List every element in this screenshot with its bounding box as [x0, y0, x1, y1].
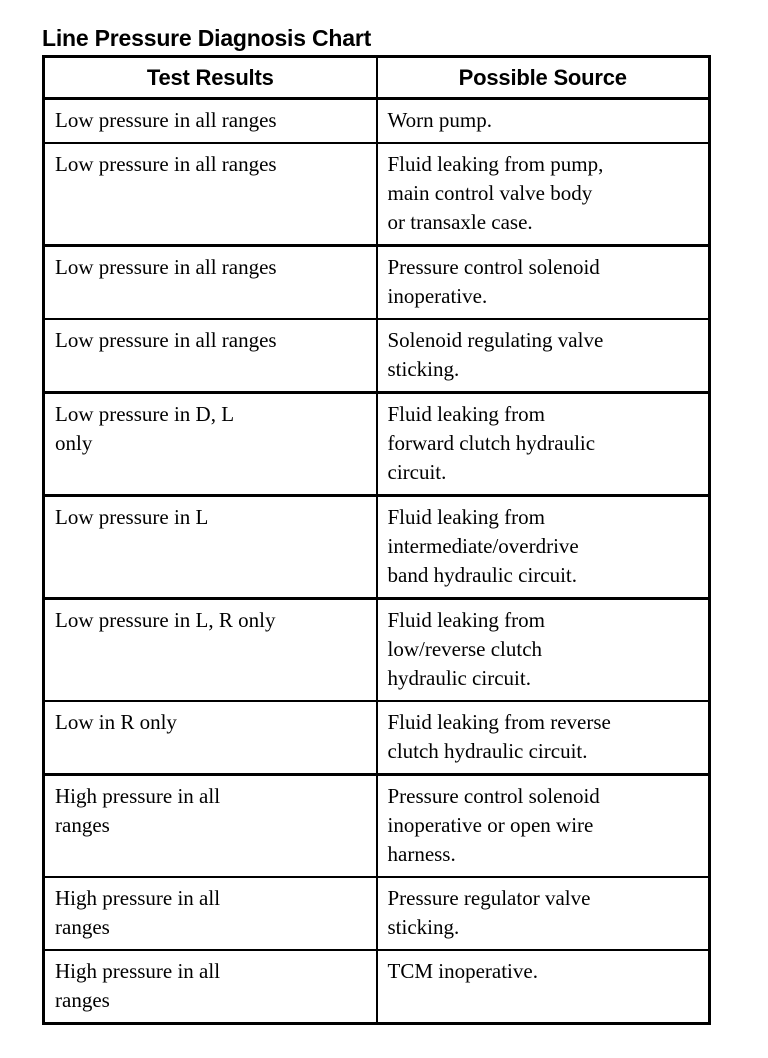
cell-line: clutch hydraulic circuit. [387, 739, 588, 763]
table-cell-test_results: Low pressure in all ranges [42, 318, 378, 394]
cell-line: band hydraulic circuit. [387, 563, 578, 587]
cell-line: Fluid leaking from [387, 608, 545, 632]
table-row: High pressure in all ranges Pressure regul… [42, 876, 711, 951]
table-row: Low pressure in D, L only Fluid leaking fr… [42, 391, 711, 497]
table-cell-possible_source: Pressure regulator valve sticking. [375, 876, 711, 951]
cell-line: ranges [55, 915, 110, 939]
table-row: High pressure in all ranges TCM inoperativ… [42, 949, 711, 1025]
cell-line: Low pressure in L, R only [55, 608, 276, 632]
table-cell-test_results: Low pressure in D, L only [42, 391, 378, 497]
table-cell-test_results: Low pressure in L [42, 494, 378, 600]
cell-line: hydraulic circuit. [387, 666, 531, 690]
cell-line: Low pressure in D, L [55, 402, 235, 426]
cell-line: Solenoid regulating valve [387, 328, 604, 352]
table-row: Low pressure in L Fluid leaking from inter… [42, 494, 711, 600]
cell-line: High pressure in all [55, 784, 221, 808]
cell-line: ranges [55, 988, 110, 1012]
table-row: Low pressure in all ranges Solenoid regul… [42, 318, 711, 394]
column-header-possible-source: Possible Source [375, 55, 711, 100]
table-cell-test_results: High pressure in all ranges [42, 876, 378, 951]
cell-line: inoperative or open wire [387, 813, 594, 837]
cell-line: Low pressure in all ranges [55, 255, 277, 279]
cell-line: forward clutch hydraulic [387, 431, 596, 455]
table-cell-possible_source: TCM inoperative. [375, 949, 711, 1025]
table-cell-test_results: Low pressure in all ranges [42, 244, 378, 320]
table-row: Low pressure in all ranges Pressure contr… [42, 244, 711, 320]
page-title: Line Pressure Diagnosis Chart [42, 25, 372, 52]
cell-line: High pressure in all [55, 886, 221, 910]
cell-line: Pressure control solenoid [387, 784, 600, 808]
cell-line: only [55, 431, 93, 455]
cell-line: Low pressure in L [55, 505, 209, 529]
cell-line: Fluid leaking from [387, 402, 545, 426]
table-row: Low pressure in all ranges Worn pump. [42, 97, 711, 144]
cell-line: Pressure regulator valve [387, 886, 591, 910]
table-cell-possible_source: Pressure control solenoid inoperative. [375, 244, 711, 320]
table-cell-possible_source: Worn pump. [375, 97, 711, 144]
cell-line: Low in R only [55, 710, 177, 734]
table-cell-possible_source: Solenoid regulating valve sticking. [375, 318, 711, 394]
cell-line: circuit. [387, 460, 447, 484]
cell-line: ranges [55, 813, 110, 837]
table-cell-test_results: High pressure in all ranges [42, 949, 378, 1025]
table-header-row: Test Results Possible Source [42, 55, 711, 100]
table-row: High pressure in all ranges Pressure contr… [42, 773, 711, 878]
table-cell-test_results: Low in R only [42, 700, 378, 776]
table-cell-test_results: Low pressure in all ranges [42, 142, 378, 247]
cell-line: Worn pump. [387, 108, 492, 132]
cell-line: intermediate/overdrive [387, 534, 579, 558]
cell-line: main control valve body [387, 181, 593, 205]
table-cell-test_results: Low pressure in all ranges [42, 97, 378, 144]
column-header-test-results: Test Results [42, 55, 378, 100]
cell-line: TCM inoperative. [387, 959, 538, 983]
cell-line: High pressure in all [55, 959, 221, 983]
cell-line: harness. [387, 842, 456, 866]
cell-line: Low pressure in all ranges [55, 152, 277, 176]
table-cell-possible_source: Fluid leaking from forward clutch hydraul… [375, 391, 711, 497]
table-row: Low pressure in all ranges Fluid leaking … [42, 142, 711, 247]
cell-line: or transaxle case. [387, 210, 533, 234]
cell-line: inoperative. [387, 284, 488, 308]
cell-line: Fluid leaking from pump, [387, 152, 604, 176]
table-cell-possible_source: Pressure control solenoid inoperative or … [375, 773, 711, 878]
table-row: Low pressure in L, R only Fluid leaking f… [42, 597, 711, 702]
table-cell-test_results: Low pressure in L, R only [42, 597, 378, 702]
cell-line: Fluid leaking from [387, 505, 545, 529]
cell-line: Low pressure in all ranges [55, 108, 277, 132]
table-cell-possible_source: Fluid leaking from intermediate/overdrive… [375, 494, 711, 600]
table-cell-possible_source: Fluid leaking from low/reverse clutch hydr… [375, 597, 711, 702]
cell-line: Low pressure in all ranges [55, 328, 277, 352]
cell-line: sticking. [387, 915, 460, 939]
table-cell-possible_source: Fluid leaking from reverse clutch hydraul… [375, 700, 711, 776]
table-row: Low in R only Fluid leaking from reverse c… [42, 700, 711, 776]
cell-line: low/reverse clutch [387, 637, 543, 661]
cell-line: sticking. [387, 357, 460, 381]
table-cell-possible_source: Fluid leaking from pump, main control val… [375, 142, 711, 247]
cell-line: Pressure control solenoid [387, 255, 600, 279]
table-header: Test Results Possible Source [42, 55, 711, 100]
cell-line: Fluid leaking from reverse [387, 710, 611, 734]
line-pressure-diagnosis-table: Test Results Possible Source Low pressur… [42, 55, 711, 1025]
table-cell-test_results: High pressure in all ranges [42, 773, 378, 878]
